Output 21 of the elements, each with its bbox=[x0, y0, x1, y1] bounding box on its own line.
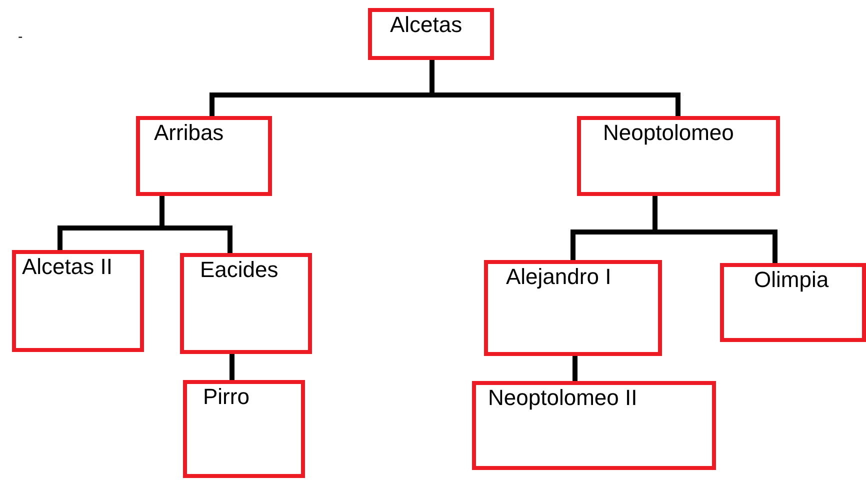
name-box bbox=[577, 116, 780, 196]
person-name: Olimpia bbox=[754, 267, 829, 293]
connector-line bbox=[572, 356, 578, 381]
person-name: Neoptolomeo bbox=[603, 120, 734, 146]
person-name: Alcetas bbox=[390, 12, 462, 38]
name-box bbox=[12, 250, 144, 352]
name-box bbox=[720, 263, 866, 342]
name-box bbox=[183, 380, 305, 478]
person-name: Neoptolomeo II bbox=[488, 385, 638, 411]
stray-mark: - bbox=[18, 28, 23, 44]
name-box bbox=[484, 260, 662, 356]
name-box bbox=[136, 116, 272, 196]
person-name: Eacides bbox=[200, 257, 278, 283]
name-box bbox=[368, 8, 494, 60]
person-name: Pirro bbox=[203, 384, 250, 410]
person-name: Arribas bbox=[154, 120, 224, 146]
connector-line bbox=[230, 354, 234, 380]
person-name: Alejandro I bbox=[506, 264, 612, 290]
name-box bbox=[472, 381, 716, 470]
person-name: Alcetas II bbox=[22, 254, 112, 280]
name-box bbox=[180, 253, 312, 354]
